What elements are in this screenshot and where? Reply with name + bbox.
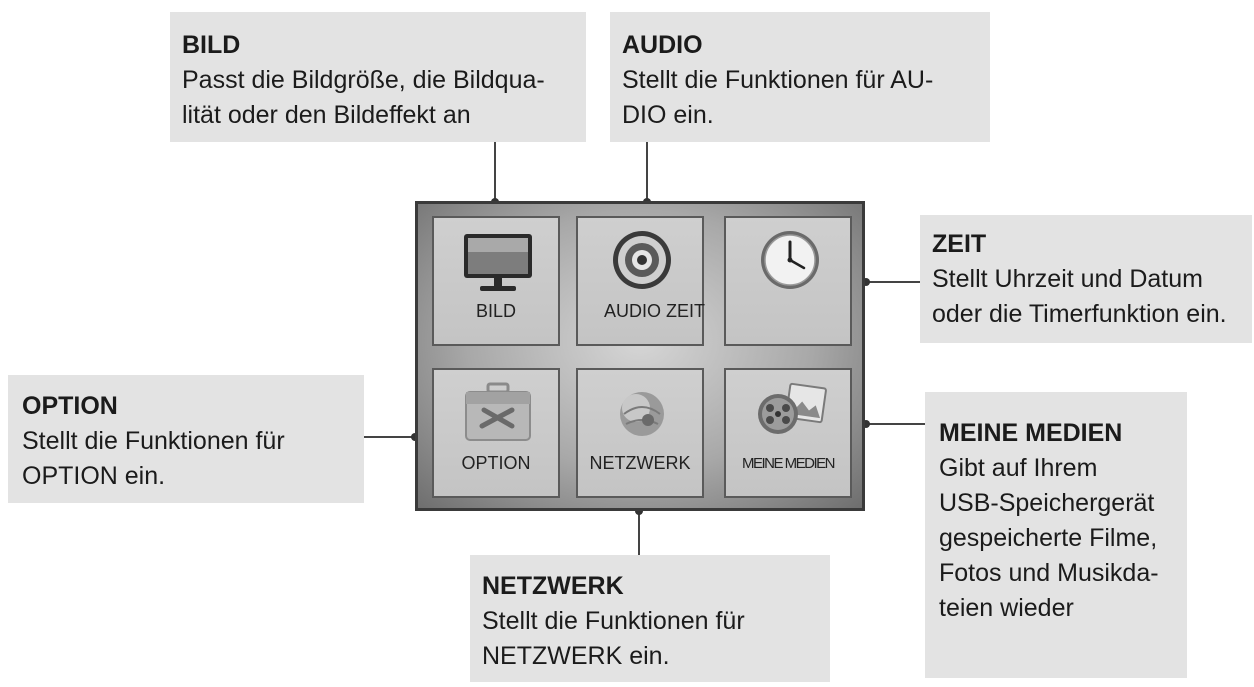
menu-tile-netzwerk[interactable]: NETZWERK bbox=[576, 368, 704, 498]
callout-audio: AUDIO Stellt die Funktionen für AU- DIO … bbox=[610, 12, 990, 142]
leader-line-meine-medien bbox=[866, 423, 925, 425]
tile-label: AUDIO ZEIT bbox=[604, 301, 706, 321]
leader-line-netzwerk bbox=[638, 511, 640, 555]
leader-dot-meine-medien bbox=[862, 420, 870, 428]
callout-bild: BILD Passt die Bildgröße, die Bildqua- l… bbox=[170, 12, 586, 142]
tile-label: NETZWERK bbox=[589, 453, 691, 473]
leader-dot-zeit bbox=[862, 278, 870, 286]
callout-meine-medien: MEINE MEDIEN Gibt auf Ihrem USB-Speicher… bbox=[925, 392, 1187, 678]
tile-label: MEINE MEDIEN bbox=[741, 455, 836, 472]
media-icon bbox=[758, 382, 827, 434]
callout-title: ZEIT bbox=[932, 230, 987, 258]
speaker-icon bbox=[613, 231, 671, 289]
callout-description: Stellt die Funktionen für NETZWERK ein. bbox=[482, 607, 745, 670]
toolbox-icon bbox=[465, 382, 531, 441]
menu-tile-meine-medien[interactable]: MEINE MEDIEN bbox=[724, 368, 852, 498]
menu-tile-audio[interactable]: AUDIO ZEIT bbox=[576, 216, 705, 346]
callout-description: Stellt die Funktionen für OPTION ein. bbox=[22, 427, 285, 490]
leader-dot-netzwerk bbox=[635, 507, 643, 515]
clock-icon bbox=[761, 231, 819, 289]
globe-icon bbox=[620, 392, 664, 436]
menu-tile-bild[interactable]: BILD bbox=[432, 216, 560, 346]
menu-tile-option[interactable]: OPTION bbox=[432, 368, 560, 498]
leader-line-audio bbox=[646, 142, 648, 204]
callout-zeit: ZEIT Stellt Uhrzeit und Datum oder die T… bbox=[920, 215, 1252, 343]
menu-tile-zeit[interactable] bbox=[724, 216, 852, 346]
tile-label: OPTION bbox=[461, 453, 531, 473]
leader-line-zeit bbox=[866, 281, 920, 283]
leader-line-option bbox=[364, 436, 417, 438]
tv-menu-panel: BILD AUDIO ZEIT OPTION bbox=[415, 201, 865, 511]
leader-line-bild bbox=[494, 142, 496, 204]
callout-option: OPTION Stellt die Funktionen für OPTION … bbox=[8, 375, 364, 503]
callout-title: MEINE MEDIEN bbox=[939, 419, 1123, 447]
callout-title: BILD bbox=[182, 31, 241, 59]
callout-netzwerk: NETZWERK Stellt die Funktionen für NETZW… bbox=[470, 555, 830, 682]
callout-description: Stellt die Funktionen für AU- DIO ein. bbox=[622, 66, 934, 129]
callout-title: OPTION bbox=[22, 392, 118, 420]
callout-title: NETZWERK bbox=[482, 572, 624, 600]
tile-label: BILD bbox=[475, 301, 517, 321]
callout-description: Passt die Bildgröße, die Bildqua- lität … bbox=[182, 66, 545, 129]
callout-title: AUDIO bbox=[622, 31, 703, 59]
tv-icon bbox=[464, 234, 532, 291]
callout-description: Gibt auf Ihrem USB-Speichergerät gespeic… bbox=[939, 454, 1159, 622]
callout-description: Stellt Uhrzeit und Datum oder die Timerf… bbox=[932, 265, 1227, 328]
